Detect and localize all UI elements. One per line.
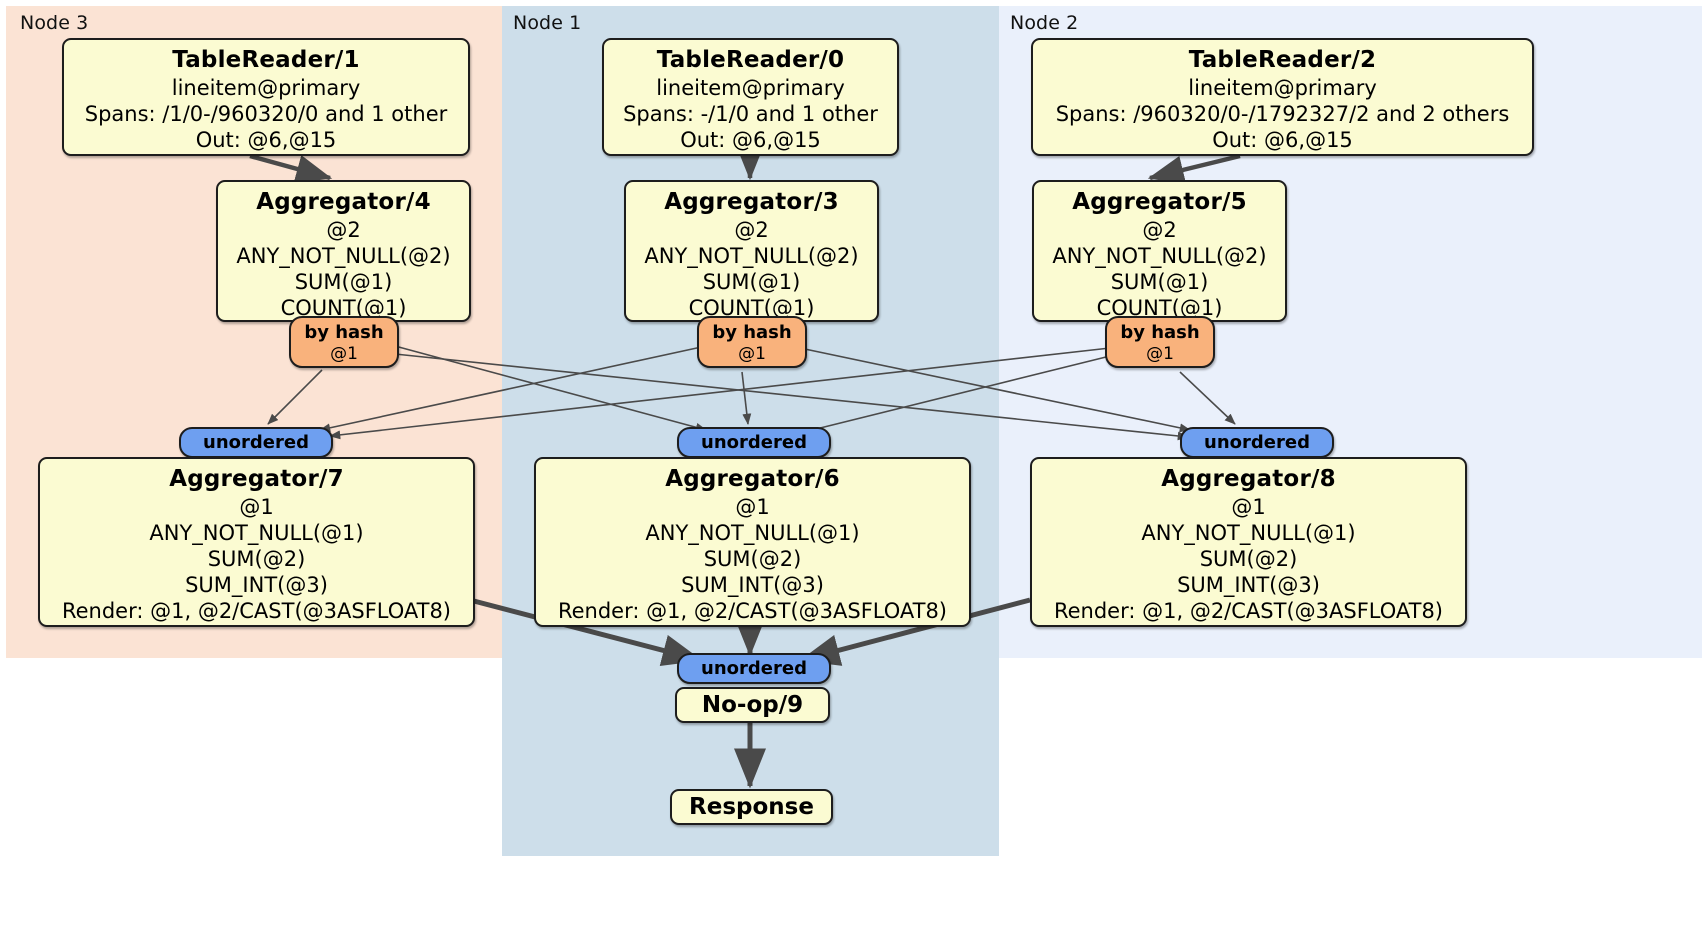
panel-label-node-3: Node 3 [20,12,89,34]
processor-detail: ANY_NOT_NULL(@1) [149,521,364,545]
router-by-hash-left[interactable]: by hash @1 [289,316,399,368]
synchronizer-unordered-center[interactable]: unordered [677,427,831,458]
processor-title: TableReader/0 [656,47,845,73]
processor-detail: SUM(@1) [702,270,801,294]
synchronizer-label: unordered [1204,432,1310,453]
processor-detail: SUM_INT(@3) [681,573,824,597]
processor-detail: @1 [735,495,770,519]
processor-title: Aggregator/6 [665,466,840,492]
router-by-hash-center[interactable]: by hash @1 [697,316,807,368]
synchronizer-label: unordered [701,432,807,453]
processor-table-reader-0[interactable]: TableReader/0 lineitem@primary Spans: -/… [602,38,899,156]
processor-detail: lineitem@primary [656,76,845,100]
router-sublabel: @1 [738,344,766,364]
router-sublabel: @1 [330,344,358,364]
panel-label-node-2: Node 2 [1010,12,1079,34]
processor-response[interactable]: Response [670,789,833,825]
processor-title: Aggregator/4 [256,189,431,215]
processor-aggregator-6[interactable]: Aggregator/6 @1 ANY_NOT_NULL(@1) SUM(@2)… [534,457,971,627]
processor-detail: SUM(@2) [1199,547,1298,571]
router-label: by hash [304,322,384,343]
router-label: by hash [712,322,792,343]
processor-detail: SUM(@2) [703,547,802,571]
synchronizer-unordered-left[interactable]: unordered [179,427,333,458]
processor-table-reader-2[interactable]: TableReader/2 lineitem@primary Spans: /9… [1031,38,1534,156]
processor-render: Render: @1, @2/CAST(@3ASFLOAT8) [557,599,948,623]
synchronizer-label: unordered [701,658,807,679]
processor-title: TableReader/2 [1188,47,1377,73]
router-by-hash-right[interactable]: by hash @1 [1105,316,1215,368]
processor-detail: SUM(@2) [207,547,306,571]
processor-detail: SUM_INT(@3) [185,573,328,597]
processor-detail: SUM_INT(@3) [1177,573,1320,597]
processor-title: No-op/9 [701,692,804,718]
processor-render: Render: @1, @2/CAST(@3ASFLOAT8) [61,599,452,623]
processor-detail: ANY_NOT_NULL(@2) [236,244,451,268]
processor-title: Aggregator/7 [169,466,344,492]
processor-aggregator-3[interactable]: Aggregator/3 @2 ANY_NOT_NULL(@2) SUM(@1)… [624,180,879,322]
processor-title: TableReader/1 [172,47,360,73]
processor-detail: @1 [1231,495,1266,519]
panel-label-node-1: Node 1 [513,12,582,34]
processor-aggregator-7[interactable]: Aggregator/7 @1 ANY_NOT_NULL(@1) SUM(@2)… [38,457,475,627]
processor-aggregator-8[interactable]: Aggregator/8 @1 ANY_NOT_NULL(@1) SUM(@2)… [1030,457,1467,627]
router-label: by hash [1120,322,1200,343]
processor-detail: @2 [734,218,769,242]
router-sublabel: @1 [1146,344,1174,364]
processor-render: Render: @1, @2/CAST(@3ASFLOAT8) [1053,599,1444,623]
processor-title: Response [689,794,814,820]
synchronizer-label: unordered [203,432,309,453]
processor-detail: SUM(@1) [1110,270,1209,294]
processor-detail: ANY_NOT_NULL(@1) [1141,521,1356,545]
processor-detail: Spans: -/1/0 and 1 other [623,102,878,126]
processor-table-reader-1[interactable]: TableReader/1 lineitem@primary Spans: /1… [62,38,470,156]
processor-detail: ANY_NOT_NULL(@2) [1052,244,1267,268]
processor-detail: @2 [1142,218,1177,242]
processor-aggregator-5[interactable]: Aggregator/5 @2 ANY_NOT_NULL(@2) SUM(@1)… [1032,180,1287,322]
processor-title: Aggregator/5 [1072,189,1247,215]
processor-detail: ANY_NOT_NULL(@2) [644,244,859,268]
synchronizer-unordered-final[interactable]: unordered [677,653,831,684]
processor-detail: SUM(@1) [294,270,393,294]
processor-aggregator-4[interactable]: Aggregator/4 @2 ANY_NOT_NULL(@2) SUM(@1)… [216,180,471,322]
processor-detail: Out: @6,@15 [195,128,337,152]
processor-no-op-9[interactable]: No-op/9 [675,687,830,723]
processor-title: Aggregator/3 [664,189,839,215]
processor-detail: lineitem@primary [1188,76,1377,100]
processor-detail: ANY_NOT_NULL(@1) [645,521,860,545]
processor-detail: @2 [326,218,361,242]
processor-detail: Out: @6,@15 [1212,128,1353,152]
processor-detail: Out: @6,@15 [680,128,821,152]
processor-detail: @1 [239,495,274,519]
processor-detail: lineitem@primary [171,76,361,100]
processor-title: Aggregator/8 [1161,466,1336,492]
synchronizer-unordered-right[interactable]: unordered [1180,427,1334,458]
processor-detail: Spans: /960320/0-/1792327/2 and 2 others [1055,102,1510,126]
processor-detail: Spans: /1/0-/960320/0 and 1 other [84,102,448,126]
